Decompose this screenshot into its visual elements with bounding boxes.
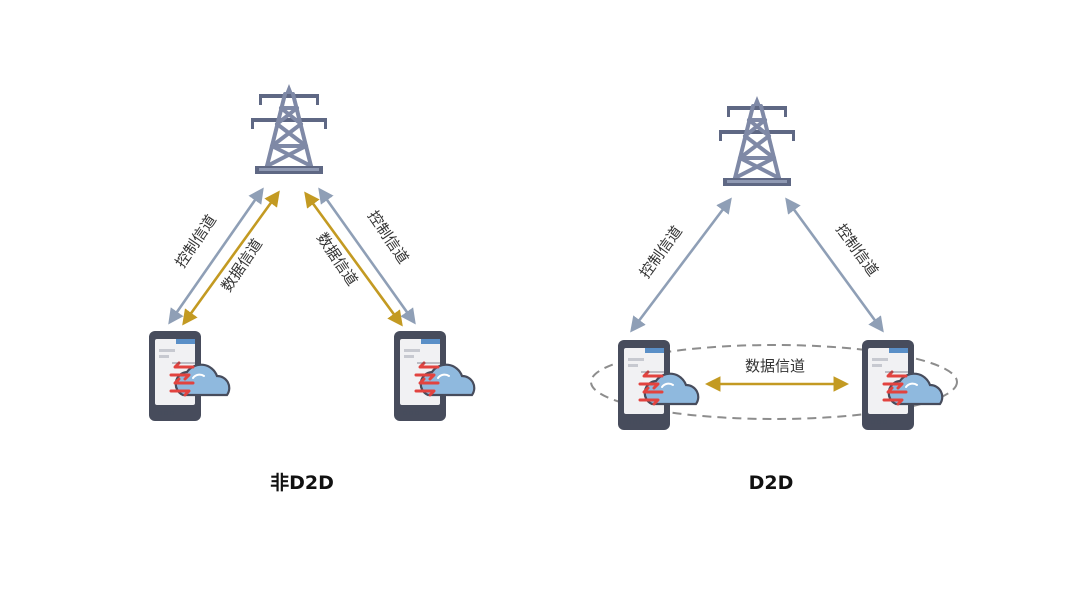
data-channel-arrow-right [304,191,403,327]
data-channel-arrow-left [182,190,280,326]
control-channel-arrow-right [785,197,884,333]
transmission-tower-icon [717,94,797,188]
transmission-tower-icon [249,82,329,176]
control-channel-label-right: 控制信道 [364,207,412,267]
smartphone-cloud-sync-icon [616,338,700,432]
d2d-link-ellipse [590,344,958,420]
control-channel-arrow-right [318,187,416,325]
panel-caption-d2d: D2D [749,472,794,494]
panel-caption-non-d2d: 非D2D [270,472,334,494]
smartphone-cloud-sync-icon [147,329,231,423]
control-channel-arrow-left [630,197,732,333]
smartphone-cloud-sync-icon [860,338,944,432]
d2d-data-channel-label: 数据信道 [745,357,805,375]
control-channel-label-left: 控制信道 [636,222,686,281]
smartphone-cloud-sync-icon [392,329,476,423]
non-d2d-panel: 控制信道 数据信道 数据信道 控制信道 非D2D [147,82,476,494]
d2d-panel: 控制信道 控制信道 数据信道 D2D [590,94,958,494]
